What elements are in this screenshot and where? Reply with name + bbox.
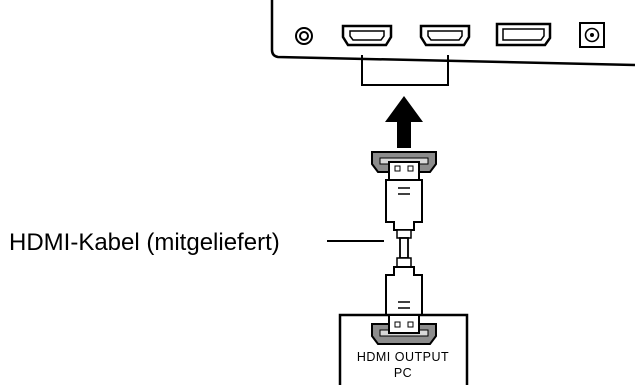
hdmi-plug-bottom	[385, 257, 423, 316]
hdmi-port-2-icon	[419, 24, 471, 47]
displayport-port-icon	[495, 22, 552, 47]
hdmi-port-1-icon	[341, 24, 393, 47]
insert-arrow-icon	[385, 96, 423, 148]
pc-source-box: HDMI OUTPUT PC	[338, 313, 469, 385]
hdmi-cable	[399, 237, 409, 259]
hdmi-port-bracket	[361, 55, 449, 86]
audio-jack-icon	[295, 27, 313, 45]
source-label-line1: HDMI OUTPUT	[357, 350, 449, 364]
monitor-panel-outline	[270, 0, 635, 67]
cable-label: HDMI-Kabel (mitgeliefert)	[9, 229, 280, 256]
hdmi-plug-top	[371, 151, 437, 239]
source-label-line2: PC	[394, 366, 412, 380]
monitor-io-panel	[270, 0, 635, 67]
dc-power-port-icon	[579, 22, 605, 48]
